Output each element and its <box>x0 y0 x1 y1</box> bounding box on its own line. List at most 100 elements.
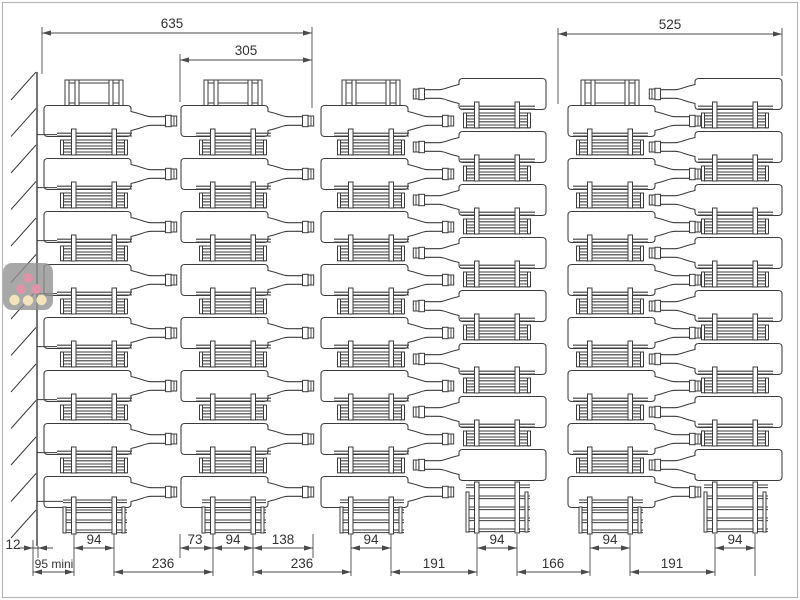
wine-bottle <box>648 130 783 164</box>
bottle-rack <box>698 419 773 447</box>
dimension-635: 635 <box>41 16 313 108</box>
dimension-label: 138 <box>272 532 295 547</box>
wine-bottle <box>180 104 315 138</box>
empty-top-rack <box>64 79 124 107</box>
wine-bottle <box>43 104 178 138</box>
wine-bottle <box>567 316 702 350</box>
wine-bottle <box>412 183 547 217</box>
bottle-rack <box>196 393 271 421</box>
bottle-rack <box>334 234 409 262</box>
bottle-rack <box>37 287 132 315</box>
bottle-rack <box>37 128 132 156</box>
bottle-rack <box>460 260 535 288</box>
bottle-rack <box>37 446 132 474</box>
wine-bottle <box>180 316 315 350</box>
wine-bottle <box>180 263 315 297</box>
bottle-rack <box>196 287 271 315</box>
wine-bottle <box>180 157 315 191</box>
bottom-rack <box>703 481 768 534</box>
bottle-rack <box>196 128 271 156</box>
bottle-rack <box>460 101 535 129</box>
bottle-rack <box>37 393 132 421</box>
bottle-rack <box>334 340 409 368</box>
logo-bottle-circle-icon <box>16 284 26 294</box>
wine-bottle <box>320 369 455 403</box>
bottle-rack <box>196 181 271 209</box>
wine-bottle <box>567 263 702 297</box>
wine-bottle <box>412 342 547 376</box>
dimension-label: 635 <box>161 16 184 31</box>
bottle-rack <box>698 101 773 129</box>
wine-bottle <box>648 236 783 270</box>
logo-bottle-circle-icon <box>9 294 20 306</box>
logo-bottle-circle-icon <box>36 294 47 306</box>
brand-logo <box>3 263 53 310</box>
dimension-label: 236 <box>291 556 314 571</box>
dimension-label: 94 <box>225 532 241 547</box>
bottom-rack <box>339 496 404 535</box>
dimension-138: 138 <box>253 532 313 551</box>
dimension-label: 73 <box>187 532 202 547</box>
bottle-rack <box>698 313 773 341</box>
wine-bottle <box>648 395 783 429</box>
bottom-rack <box>465 481 530 534</box>
wine-bottle <box>43 263 178 297</box>
bottle-rack <box>573 128 648 156</box>
wine-bottle <box>43 210 178 244</box>
dimension-236: 236 <box>114 556 213 575</box>
dimension-label: 525 <box>659 17 682 32</box>
wine-bottle <box>320 422 455 456</box>
bottle-rack <box>460 313 535 341</box>
wine-bottle <box>320 263 455 297</box>
wine-bottle <box>567 422 702 456</box>
wine-bottle <box>648 342 783 376</box>
bottle-rack <box>334 287 409 315</box>
wine-bottle <box>320 104 455 138</box>
bottle-rack <box>698 260 773 288</box>
dimension-label: 94 <box>489 532 505 547</box>
dimension-94: 94 <box>477 532 517 551</box>
dimension-label: 94 <box>602 532 618 547</box>
dimension-166: 166 <box>517 556 590 575</box>
bottle-column-4 <box>412 77 547 534</box>
wine-bottle <box>567 104 702 138</box>
wine-bottle <box>412 395 547 429</box>
empty-top-rack <box>203 79 263 107</box>
dimension-label: 166 <box>542 556 565 571</box>
dimension-525: 525 <box>557 17 783 104</box>
dimension-label: 94 <box>86 532 102 547</box>
bottom-rack <box>201 496 266 535</box>
dimension-94: 94 <box>590 532 630 551</box>
bottle-column-3 <box>320 79 455 535</box>
dimension-label: 95 mini <box>35 557 74 571</box>
bottle-rack <box>196 446 271 474</box>
bottle-rack <box>460 419 535 447</box>
dimension-305: 305 <box>179 43 312 102</box>
wine-bottle <box>567 369 702 403</box>
wine-bottle <box>43 157 178 191</box>
bottle-column-2 <box>180 79 315 535</box>
bottle-rack <box>334 393 409 421</box>
bottle-rack <box>334 181 409 209</box>
wine-bottle <box>180 369 315 403</box>
logo-bottle-circle-icon <box>31 284 41 294</box>
bottle-rack <box>196 340 271 368</box>
dimension-label: 12 <box>5 537 20 552</box>
wine-bottle <box>412 289 547 323</box>
bottle-rack <box>334 446 409 474</box>
wine-bottle <box>567 210 702 244</box>
wine-bottle <box>648 77 783 111</box>
bottle-rack <box>334 128 409 156</box>
bottle-rack <box>573 181 648 209</box>
bottle-column-6 <box>648 77 783 534</box>
dimension-label: 94 <box>727 532 743 547</box>
bottle-rack <box>196 234 271 262</box>
bottle-rack <box>698 207 773 235</box>
bottle-column-5 <box>567 79 702 535</box>
wine-bottle <box>180 422 315 456</box>
bottle-rack <box>37 234 132 262</box>
logo-bottle-circle-icon <box>23 273 33 283</box>
dimension-label: 191 <box>423 556 446 571</box>
